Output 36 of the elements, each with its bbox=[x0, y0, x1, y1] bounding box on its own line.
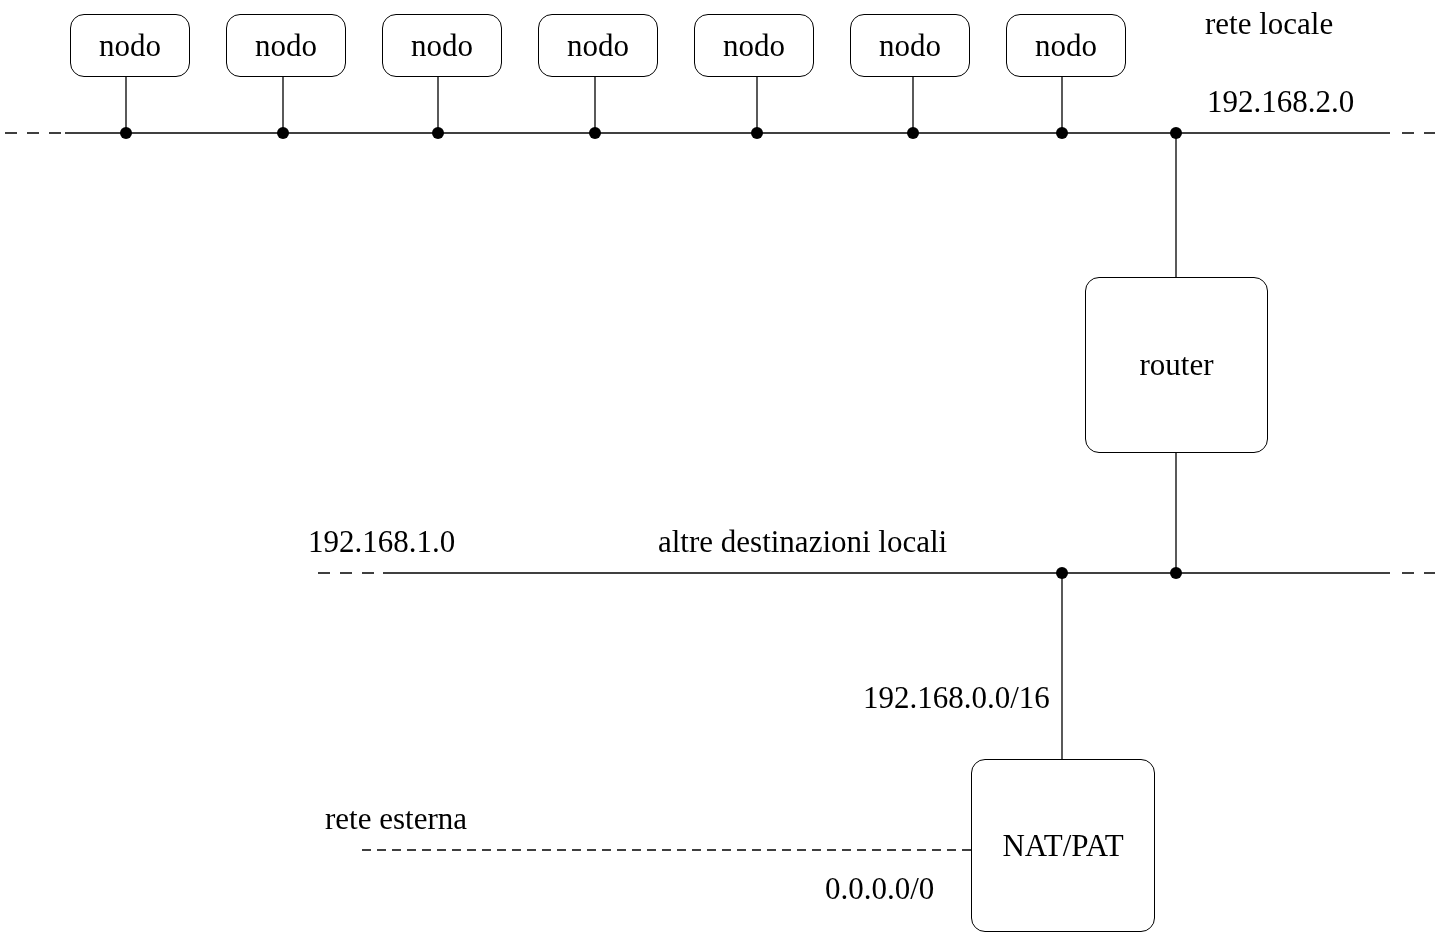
connection-line bbox=[1170, 127, 1182, 278]
node-box bbox=[1006, 14, 1126, 77]
connection-line bbox=[1170, 452, 1182, 579]
node-label: router bbox=[1139, 347, 1214, 383]
connection-line bbox=[277, 76, 289, 139]
connection-line bbox=[751, 76, 763, 139]
network-label: rete locale bbox=[1205, 8, 1334, 39]
connection-line bbox=[907, 76, 919, 139]
node-label: nodo bbox=[723, 27, 785, 64]
connection-line bbox=[432, 76, 444, 139]
address-label: 192.168.0.0/16 bbox=[863, 682, 1050, 713]
node-label: nodo bbox=[255, 27, 317, 64]
node-box bbox=[226, 14, 346, 77]
node-box bbox=[850, 14, 970, 77]
node-box bbox=[694, 14, 814, 77]
node-label: nodo bbox=[879, 27, 941, 64]
connection-line bbox=[589, 76, 601, 139]
address-label: 0.0.0.0/0 bbox=[825, 873, 935, 904]
connection-line bbox=[120, 76, 132, 139]
connection-line bbox=[1056, 76, 1068, 139]
network-label: altre destinazioni locali bbox=[658, 526, 948, 557]
node-box bbox=[70, 14, 190, 77]
device-box bbox=[971, 759, 1155, 932]
node-label: nodo bbox=[567, 27, 629, 64]
node-label: nodo bbox=[1035, 27, 1097, 64]
address-label: rete esterna bbox=[325, 803, 467, 834]
connection-line bbox=[1056, 567, 1068, 760]
dashed-link-line bbox=[359, 849, 972, 851]
node-box bbox=[538, 14, 658, 77]
network-label: 192.168.1.0 bbox=[308, 526, 456, 557]
device-box bbox=[1085, 277, 1268, 453]
node-label: NAT/PAT bbox=[1002, 827, 1124, 864]
network-label: 192.168.2.0 bbox=[1207, 86, 1355, 117]
node-box bbox=[382, 14, 502, 77]
node-label: nodo bbox=[99, 27, 161, 64]
node-label: nodo bbox=[411, 27, 473, 64]
